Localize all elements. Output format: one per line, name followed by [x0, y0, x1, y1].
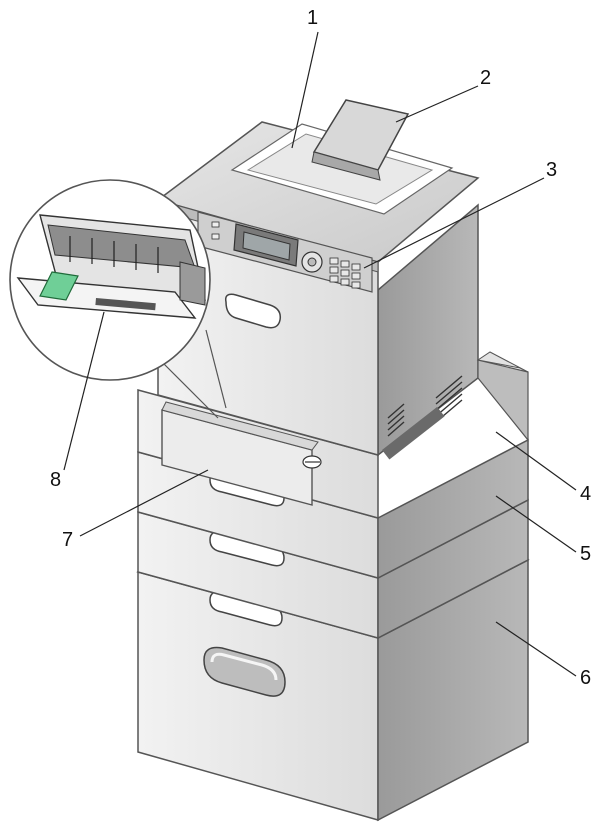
paper-stop-flap	[311, 99, 410, 181]
callout-2: 2	[480, 67, 492, 89]
leader-lines	[63, 31, 577, 677]
multipurpose-feeder-door-panel	[161, 401, 322, 506]
zoom-inset	[9, 179, 227, 419]
callout-1: 1	[307, 7, 319, 29]
callout-4: 4	[580, 483, 592, 505]
callout-5: 5	[580, 543, 592, 565]
control-panel-unit	[173, 207, 373, 293]
callout-6: 6	[580, 667, 592, 689]
callout-3: 3	[546, 159, 558, 181]
callout-7: 7	[62, 529, 74, 551]
optional-tray-unit	[137, 498, 529, 640]
callout-8: 8	[50, 469, 62, 491]
